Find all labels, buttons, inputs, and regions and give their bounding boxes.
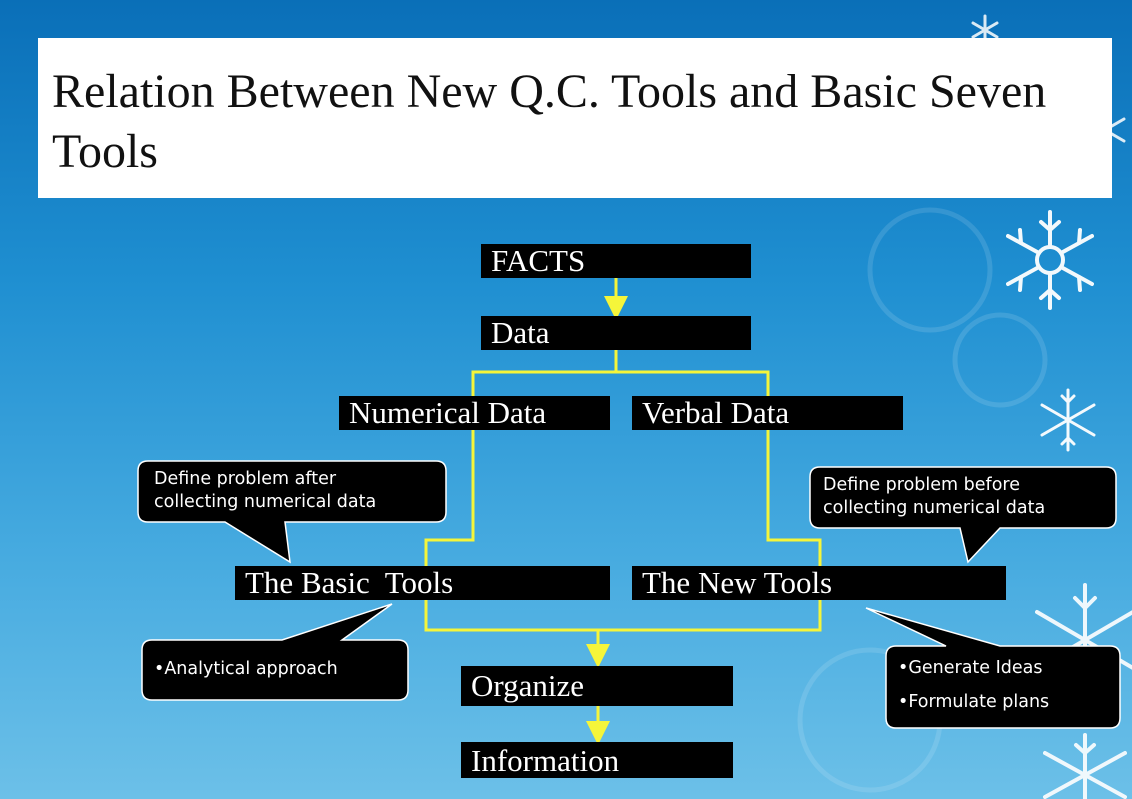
callout-line: collecting numerical data — [154, 492, 377, 512]
basic-tools-box: The Basic Tools — [235, 566, 610, 600]
bullet-item: •Generate Ideas — [898, 658, 1043, 678]
connector-verbal-new — [766, 430, 822, 566]
connector-data-split — [471, 350, 618, 396]
bullet-list: •Generate Ideas •Formulate plans — [898, 651, 1049, 719]
callout-new-define — [809, 466, 1117, 564]
verbal-data-box: Verbal Data — [632, 396, 903, 430]
data-box: Data — [481, 316, 751, 350]
connector-basic-merge — [424, 600, 822, 632]
organize-box: Organize — [461, 666, 733, 706]
snowflake-icon — [1043, 733, 1127, 799]
bullet-item: •Formulate plans — [898, 692, 1050, 712]
callout-basic-define-text: Define problem after collecting numerica… — [154, 468, 376, 514]
bullet-item: •Analytical approach — [154, 659, 338, 679]
facts-box: FACTS — [481, 244, 751, 278]
connector-numerical-basic — [424, 430, 475, 566]
callout-new-approach-text: •Generate Ideas •Formulate plans — [898, 651, 1049, 719]
callout-line: Define problem after — [154, 469, 337, 489]
bullet-list: •Analytical approach — [154, 658, 338, 681]
callout-new-approach — [865, 607, 1121, 729]
connector-data-verbal — [616, 370, 770, 396]
callout-line: collecting numerical data — [823, 498, 1046, 518]
snowflake-icon — [1006, 210, 1094, 310]
slide-title: Relation Between New Q.C. Tools and Basi… — [52, 65, 1047, 178]
callout-basic-approach — [141, 603, 409, 701]
numerical-data-box: Numerical Data — [339, 396, 610, 430]
callout-new-define-text: Define problem before collecting numeric… — [823, 474, 1045, 520]
title-box: Relation Between New Q.C. Tools and Basi… — [38, 38, 1112, 198]
callout-basic-define — [137, 460, 447, 564]
information-box: Information — [461, 742, 733, 778]
callout-basic-approach-text: •Analytical approach — [154, 658, 338, 681]
new-tools-box: The New Tools — [632, 566, 1006, 600]
callout-line: Define problem before — [823, 475, 1020, 495]
snowflake-icon — [1040, 388, 1096, 452]
